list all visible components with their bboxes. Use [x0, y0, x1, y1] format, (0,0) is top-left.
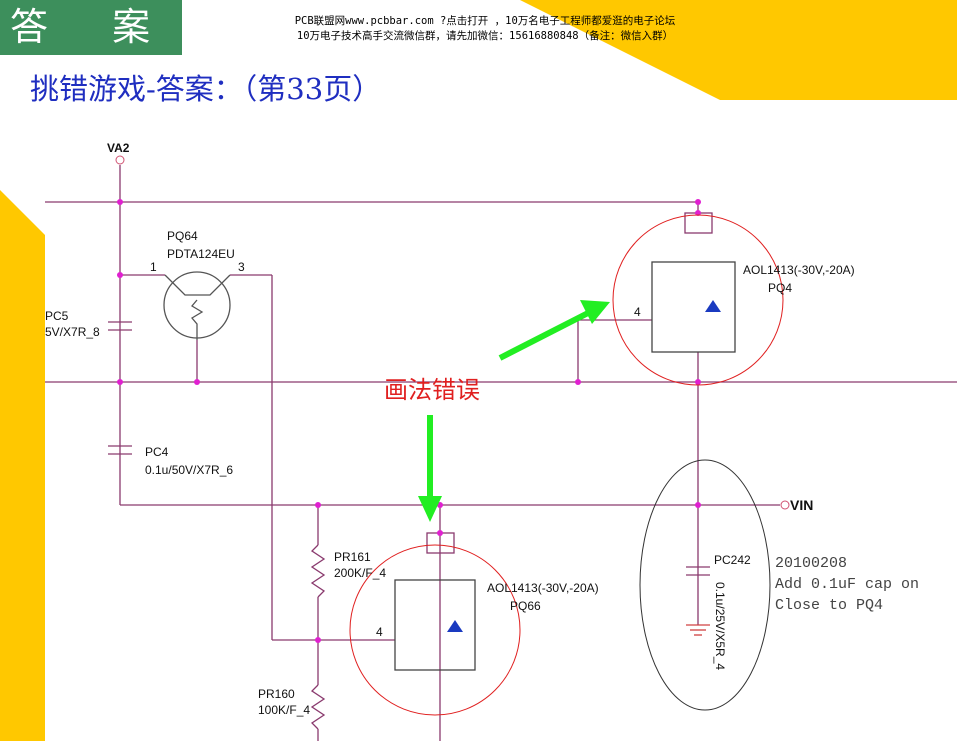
pq64-part: PDTA124EU: [167, 247, 235, 261]
pq64-ref: PQ64: [167, 229, 198, 243]
labels: VA2 VIN PQ64 PDTA124EU PC5 5V/X7R_8 PC4 …: [45, 141, 919, 717]
diode-icon: [447, 620, 463, 632]
pc4-value: 0.1u/50V/X7R_6: [145, 463, 233, 477]
highlight-circle-pq66: [349, 544, 521, 716]
pin-label: 3: [238, 260, 245, 274]
header-banner: PCB联盟网www.pcbbar.com ?点击打开 ，10万名电子工程师都爱逛…: [270, 14, 700, 44]
note-line-1: 20100208: [775, 555, 847, 572]
va2-terminal: [115, 155, 125, 165]
pc4-ref: PC4: [145, 445, 169, 459]
diode-icon: [705, 300, 721, 312]
pr161-ref: PR161: [334, 550, 371, 564]
yellow-band-left: [0, 190, 45, 741]
highlight-ellipse-pc242: [639, 459, 771, 711]
yellow-banner-top-right: [520, 0, 957, 100]
pr160-value: 100K/F_4: [258, 703, 310, 717]
pin-label: 1: [150, 260, 157, 274]
error-label: 画法错误: [384, 376, 480, 404]
wires: [45, 165, 957, 741]
green-arrow: [418, 300, 610, 522]
pc242-value: 0.1u/25V/X5R_4: [713, 582, 727, 670]
note-line-2: Add 0.1uF cap on: [775, 576, 919, 593]
answer-badge: 答 案: [0, 0, 182, 55]
header-line-1: PCB联盟网www.pcbbar.com ?点击打开 ，10万名电子工程师都爱逛…: [294, 15, 676, 27]
header-line-2: 10万电子技术高手交流微信群，请先加微信：15616880848（备注：微信入群…: [296, 30, 674, 42]
pq4-part: AOL1413(-30V,-20A): [743, 263, 855, 277]
pr161-value: 200K/F_4: [334, 566, 386, 580]
pc5-value: 5V/X7R_8: [45, 325, 100, 339]
pq66-ref: PQ66: [510, 599, 541, 613]
va2-label: VA2: [107, 141, 130, 155]
pq66-part: AOL1413(-30V,-20A): [487, 581, 599, 595]
pc5-ref: PC5: [45, 309, 69, 323]
vin-terminal: [780, 500, 790, 510]
pin-label: 4: [376, 625, 383, 639]
highlight-circle-pq4: [612, 214, 784, 386]
pin-label: 4: [634, 305, 641, 319]
note-line-3: Close to PQ4: [775, 597, 883, 614]
junction-dots: [117, 199, 701, 643]
schematic-area: [45, 110, 957, 741]
vin-label: VIN: [790, 497, 813, 513]
slide-title: 挑错游戏-答案：（第33页）: [30, 72, 382, 106]
pc242-ref: PC242: [714, 553, 751, 567]
pq4-ref: PQ4: [768, 281, 792, 295]
pr160-ref: PR160: [258, 687, 295, 701]
